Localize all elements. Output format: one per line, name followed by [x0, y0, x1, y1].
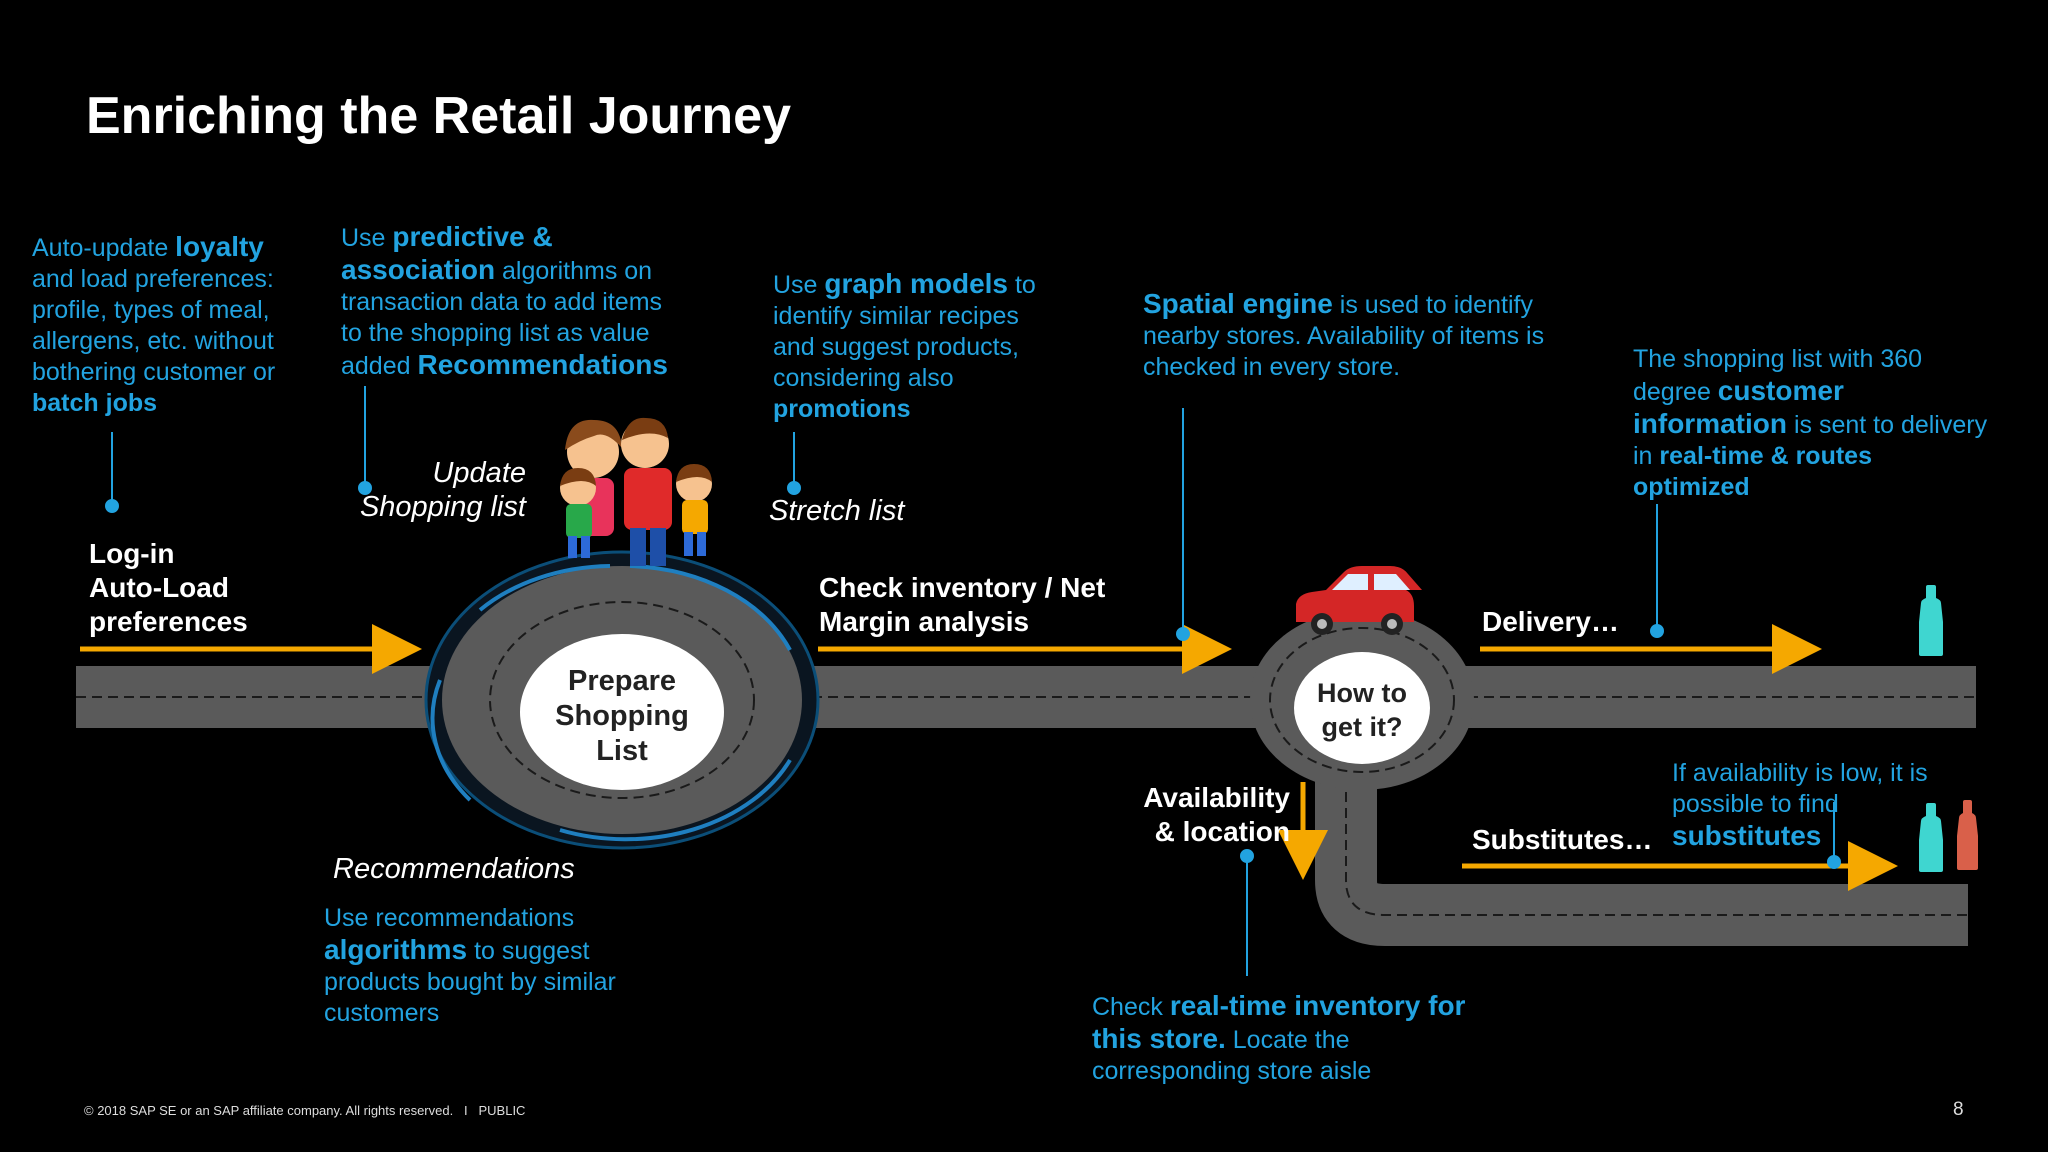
note-shopping360: The shopping list with 360 degree custom…	[1633, 345, 1988, 501]
copyright-footer: © 2018 SAP SE or an SAP affiliate compan…	[84, 1103, 526, 1118]
note-availability-low: If availability is low, it is possible t…	[1672, 759, 1928, 851]
prepare-shopping-list: Prepare Shopping List	[555, 665, 689, 767]
main-road	[76, 666, 1976, 728]
note-graph: Use graph models to identify similar rec…	[773, 268, 1036, 423]
howto-roundabout	[1250, 610, 1474, 790]
page-title: Enriching the Retail Journey	[86, 87, 792, 145]
family-icon	[560, 417, 712, 566]
step-delivery: Delivery…	[1482, 606, 1619, 637]
note-realtime: Check real-time inventory for this store…	[1092, 990, 1466, 1085]
step-substitutes: Substitutes…	[1472, 824, 1653, 855]
note-spatial: Spatial engine is used to identify nearb…	[1143, 288, 1545, 381]
branch-road	[1315, 740, 1968, 946]
note-recommend: Use recommendations algorithms to sugges…	[324, 904, 616, 1027]
step-check-inventory: Check inventory / Net Margin analysis	[819, 572, 1106, 637]
leader-lines	[105, 386, 1841, 976]
note-predictive: Use predictive & association algorithms …	[341, 221, 668, 380]
step-update: Update Shopping list	[359, 457, 526, 523]
bottle-icon	[1919, 585, 1943, 656]
flow-arrows	[80, 624, 1898, 891]
bottle-red-icon	[1957, 800, 1978, 870]
note-loyalty: Auto-update loyalty and load preferences…	[32, 231, 276, 417]
step-login: Log-in Auto-Load preferences	[89, 538, 248, 637]
step-availability: Availability & location	[1143, 782, 1290, 847]
page-number: 8	[1953, 1099, 1964, 1120]
how-to-get-it: How to get it?	[1317, 678, 1407, 742]
step-stretch: Stretch list	[769, 495, 905, 527]
car-icon	[1296, 566, 1422, 635]
step-recommendations: Recommendations	[333, 853, 575, 885]
bottle-teal-icon	[1919, 803, 1943, 872]
prepare-roundabout	[424, 550, 820, 850]
